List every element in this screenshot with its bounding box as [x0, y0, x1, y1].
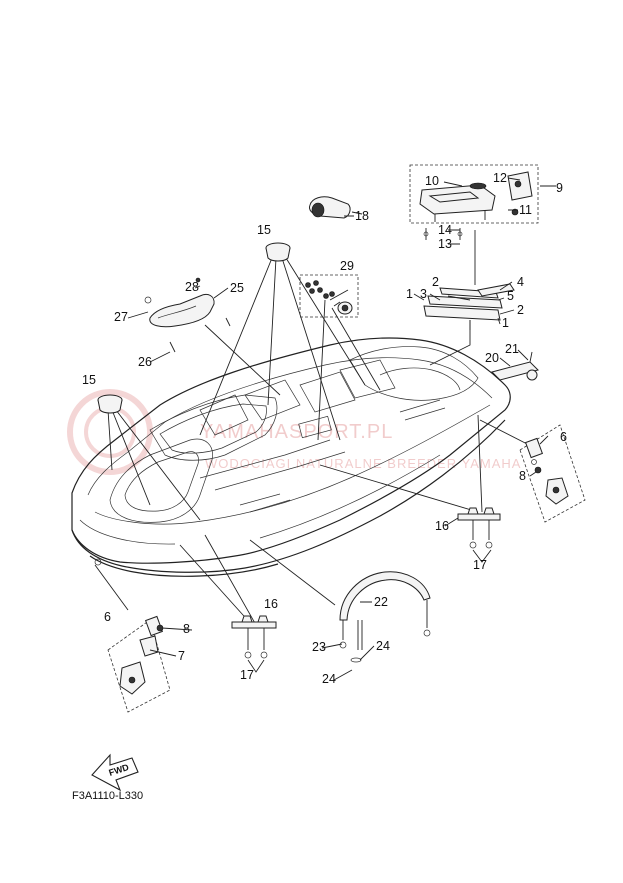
boat-deck	[71, 337, 511, 577]
tie-down-right	[519, 424, 586, 523]
callout-18: 18	[355, 209, 369, 223]
callout-3: 3	[420, 287, 427, 301]
callout-labels: 10 12 9 11 14 13 18 15 29 2 4 1 3 5 2 1 …	[82, 171, 567, 686]
callout-21: 22	[374, 595, 388, 609]
callout-16-bottom: 16	[264, 597, 278, 611]
callout-23: 24	[322, 672, 336, 686]
watermark: YAMAHASPORT.PL WODOCIAGI NATURALNE BREED…	[67, 389, 521, 475]
callout-27: 27	[114, 310, 128, 324]
callout-28: 28	[185, 280, 199, 294]
callout-14: 14	[438, 223, 452, 237]
callout-5: 4	[517, 275, 524, 289]
callout-8-right: 8	[519, 469, 526, 483]
callout-2-right: 2	[517, 303, 524, 317]
callout-15-lower: 15	[82, 373, 96, 387]
callout-10: 10	[425, 174, 439, 188]
seat-hinge-assembly	[409, 164, 539, 240]
callout-22: 23	[312, 640, 326, 654]
callout-16-right: 16	[435, 519, 449, 533]
callout-15-upper: 15	[257, 223, 271, 237]
callout-25: 25	[230, 281, 244, 295]
cleat-right	[457, 507, 501, 563]
callout-12: 12	[493, 171, 507, 185]
cleat-bottom	[231, 615, 277, 673]
callout-1-left: 1	[406, 287, 413, 301]
seat-rail-assembly	[423, 283, 515, 330]
diagram-code: F3A1110-L330	[72, 790, 143, 802]
callout-17-right: 17	[473, 558, 487, 572]
callout-4: 5	[507, 289, 514, 303]
watermark-text: YAMAHASPORT.PL	[200, 421, 393, 443]
cup-holder-lower	[97, 394, 123, 414]
deck-strap-part	[491, 351, 539, 381]
callout-17-bottom: 17	[240, 668, 254, 682]
fwd-arrow-icon: FWD	[91, 753, 139, 792]
callout-6-right: 6	[560, 430, 567, 444]
callout-1-right: 1	[502, 316, 509, 330]
callout-8-left: 8	[183, 622, 190, 636]
callout-20: 21	[505, 342, 519, 356]
callout-29: 29	[340, 259, 354, 273]
callout-26: 26	[138, 355, 152, 369]
kit-part	[299, 274, 359, 318]
callout-11: 11	[519, 203, 532, 217]
callout-13: 13	[438, 237, 452, 251]
grab-handle-part	[144, 277, 231, 353]
bow-rail-part	[339, 571, 431, 663]
mirror-part	[309, 196, 363, 219]
leader-lines	[94, 230, 536, 626]
tie-down-left	[107, 615, 171, 713]
watermark-subtext: WODOCIAGI NATURALNE BREEDER YAMAHA	[205, 456, 521, 471]
callout-6-left: 6	[104, 610, 111, 624]
callout-9: 9	[556, 181, 563, 195]
callout-24: 24	[376, 639, 390, 653]
callout-7: 7	[178, 649, 185, 663]
cup-holder-upper	[265, 242, 291, 262]
callout-2-top: 2	[432, 275, 439, 289]
callout-19: 20	[485, 351, 499, 365]
